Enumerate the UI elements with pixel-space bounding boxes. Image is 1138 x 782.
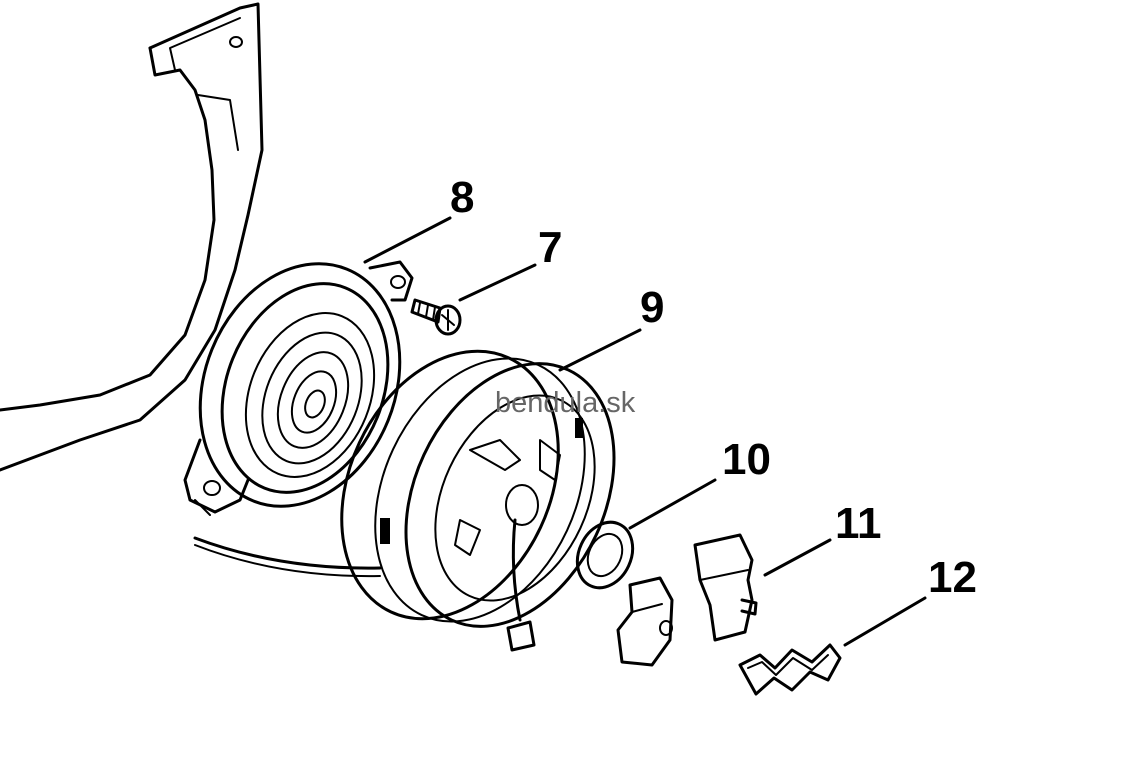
- part-12-spring-clip: [738, 643, 842, 696]
- callout-8: 8: [450, 173, 474, 222]
- part-8-spring-housing: [183, 260, 414, 514]
- callout-12: 12: [928, 553, 977, 602]
- fan-housing: [0, 2, 264, 516]
- part-11-pawl: [693, 533, 758, 642]
- callout-7: 7: [538, 223, 562, 272]
- part-10-washer: [575, 520, 635, 590]
- part-9-rope-rotor: [340, 349, 616, 652]
- pawl-lower: [616, 576, 674, 667]
- leader-lines: [363, 216, 927, 647]
- callout-9: 9: [640, 283, 664, 332]
- callout-11: 11: [835, 499, 882, 548]
- part-7-screw: [410, 298, 462, 336]
- watermark-text: bendula.sk: [495, 387, 636, 419]
- callout-10: 10: [722, 435, 771, 484]
- starter-rope: [193, 536, 382, 578]
